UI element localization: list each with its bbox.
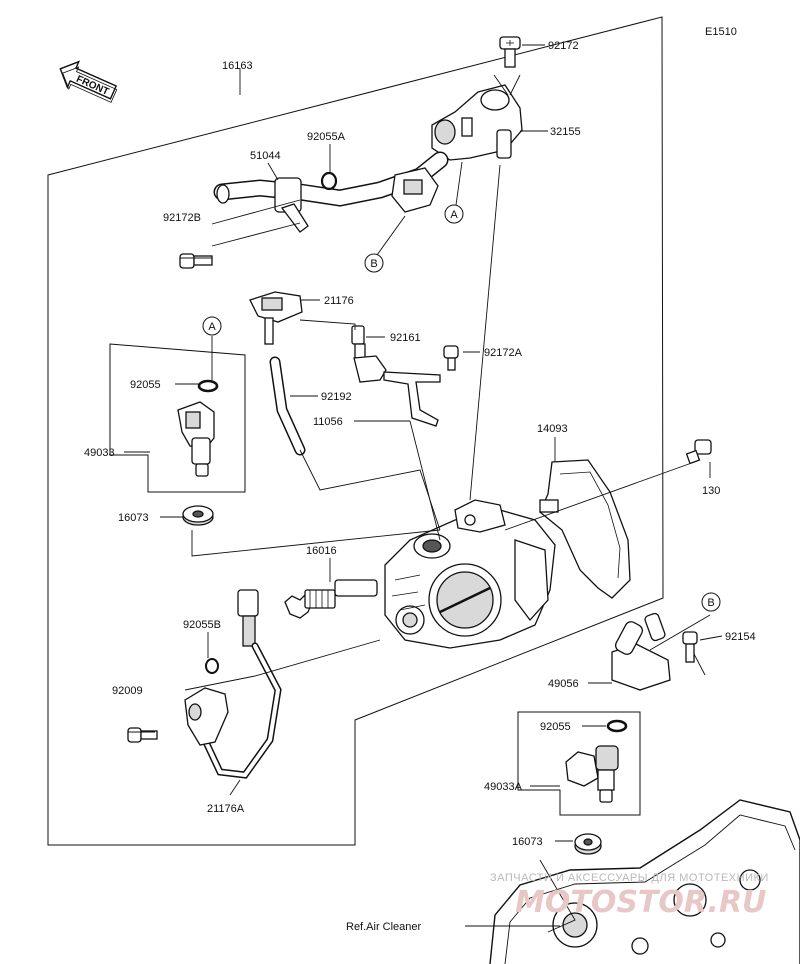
label-51044: 51044 [250, 150, 281, 162]
label-92055A: 92055A [307, 131, 346, 143]
ref-air-cleaner-label: Ref.Air Cleaner [346, 921, 422, 933]
o-ring-92055 [197, 379, 219, 393]
hose-92192 [269, 356, 306, 456]
label-49033: 49033 [84, 447, 115, 459]
grommet-16073 [182, 505, 214, 526]
leader-lines [124, 44, 723, 933]
label-92154: 92154 [725, 631, 756, 643]
label-32155: 32155 [550, 126, 581, 138]
fitting-92161 [351, 325, 387, 383]
label-92172B: 92172B [163, 212, 201, 224]
label-92055B: 92055B [183, 619, 221, 631]
watermark-text: ЗАПЧАСТИ И АКСЕССУАРЫ ДЛЯ МОТОТЕХНИКИ [490, 872, 769, 884]
label-92055: 92055 [130, 379, 161, 391]
label-14093: 14093 [537, 423, 568, 435]
label-92192: 92192 [321, 391, 352, 403]
label-16163: 16163 [222, 60, 253, 72]
injector-49033 [177, 401, 215, 477]
svg-text:B: B [370, 258, 377, 270]
label-130: 130 [702, 485, 720, 497]
label-92161: 92161 [390, 332, 421, 344]
label-49033A: 49033A [484, 781, 523, 793]
bolt-130 [685, 439, 712, 465]
front-arrow-icon: FRONT [59, 60, 118, 103]
throttle-body [384, 499, 556, 649]
svg-text:A: A [450, 209, 458, 221]
screw-92009 [127, 727, 158, 743]
label-16016: 16016 [306, 545, 337, 557]
bolt-92172 [499, 36, 521, 68]
bolt-92172B [179, 253, 213, 269]
label-11056: 11056 [313, 416, 343, 428]
label-92055-right: 92055 [540, 721, 571, 733]
label-92172A: 92172A [484, 347, 523, 359]
svg-text:B: B [707, 597, 714, 609]
o-ring-92055-right [606, 719, 628, 733]
o-ring-92055A [320, 171, 338, 191]
sensor-21176 [249, 291, 303, 345]
valve-16016 [284, 579, 378, 619]
callout-b-right: B [701, 592, 721, 612]
diagram-code: E1510 [705, 26, 737, 38]
injector-group-frame-left [109, 343, 246, 493]
fitting-49056 [611, 612, 671, 691]
injector-group-frame-right [517, 711, 641, 816]
assembly-frame [47, 16, 664, 846]
label-16073: 16073 [118, 512, 149, 524]
label-16073-right: 16073 [512, 836, 543, 848]
label-21176A: 21176A [207, 803, 245, 815]
callout-b-top: B [364, 253, 384, 273]
bracket-11056 [383, 371, 441, 427]
watermark-logo: MOTOSTOR.RU [515, 885, 766, 920]
label-92172: 92172 [548, 40, 579, 52]
label-92009: 92009 [112, 685, 143, 697]
svg-text:A: A [208, 321, 216, 333]
screw-92154 [682, 631, 698, 663]
sensor-21176A [184, 589, 282, 779]
cover-14093 [539, 459, 631, 599]
holder-32155 [431, 84, 523, 161]
callout-a-left: A [202, 316, 222, 336]
label-21176: 21176 [324, 295, 354, 307]
pipe-51044 [213, 151, 449, 233]
o-ring-92055B [205, 658, 219, 674]
air-cleaner-reference [489, 799, 800, 964]
screw-92172A [443, 345, 459, 371]
callout-a-top: A [444, 204, 464, 224]
label-49056: 49056 [548, 678, 579, 690]
grommet-16073-right [574, 833, 602, 855]
injector-49033A [565, 745, 619, 803]
